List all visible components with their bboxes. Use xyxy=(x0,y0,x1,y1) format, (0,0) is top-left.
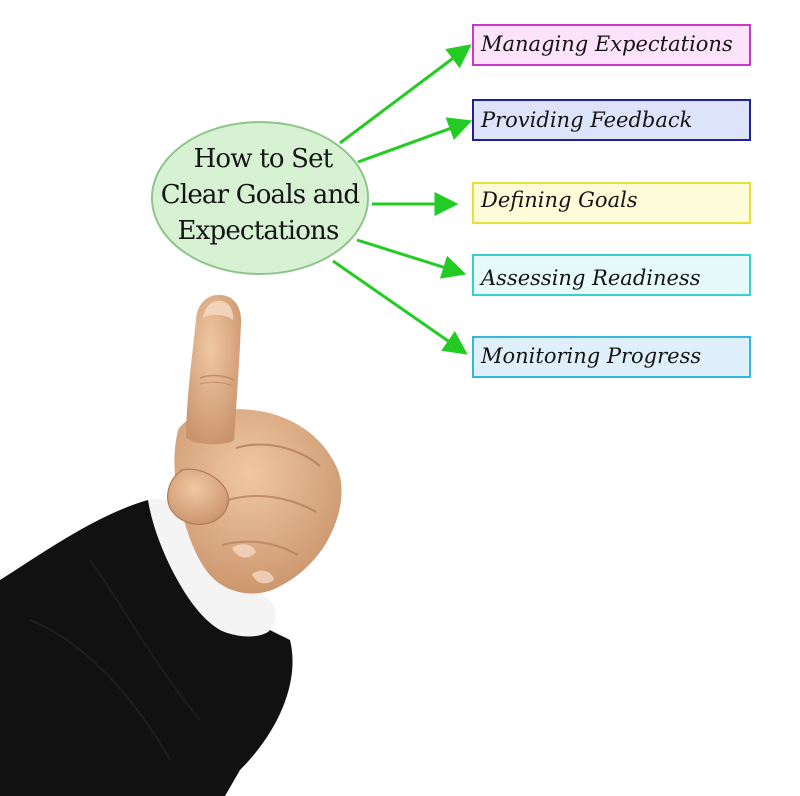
arrow-to-item-2 xyxy=(357,117,473,164)
arrow-to-item-1 xyxy=(339,44,472,145)
thumb xyxy=(167,468,229,525)
center-ellipse xyxy=(151,121,369,275)
hand-palm xyxy=(174,409,342,594)
fingernail xyxy=(232,544,256,558)
item-box xyxy=(472,99,751,141)
item-box xyxy=(472,24,751,66)
knuckle-crease xyxy=(199,381,234,387)
sleeve-fold xyxy=(29,619,171,761)
item-managing-expectations: Managing Expectations xyxy=(472,24,751,66)
pointing-hand-illustration xyxy=(0,294,342,796)
knuckle-crease xyxy=(199,374,235,381)
finger-line xyxy=(235,443,321,467)
item-defining-goals: Defining Goals xyxy=(472,182,751,224)
item-label: Providing Feedback xyxy=(480,108,692,132)
finger-line xyxy=(221,540,299,556)
center-title-line-3: Expectations xyxy=(177,216,339,246)
item-assessing-readiness: Assessing Readiness xyxy=(472,254,751,296)
index-finger xyxy=(186,294,242,445)
item-box xyxy=(472,254,751,296)
finger-line xyxy=(227,495,317,513)
center-title-line-1: How to Set xyxy=(194,144,334,174)
arrow-to-item-5 xyxy=(332,259,468,355)
fingernail xyxy=(252,570,274,584)
fingernail xyxy=(203,300,234,320)
arrow-to-item-4 xyxy=(356,238,467,279)
item-label: Defining Goals xyxy=(480,188,638,212)
item-label: Managing Expectations xyxy=(480,32,733,56)
item-providing-feedback: Providing Feedback xyxy=(472,99,751,141)
item-label: Assessing Readiness xyxy=(479,266,701,290)
sleeve-fold xyxy=(89,559,201,721)
item-box xyxy=(472,336,751,378)
jacket-sleeve xyxy=(0,500,293,796)
item-box xyxy=(472,182,751,224)
item-label: Monitoring Progress xyxy=(480,344,701,368)
center-node: How to Set Clear Goals and Expectations xyxy=(151,121,369,275)
arrow-group xyxy=(332,44,473,355)
center-title-line-2: Clear Goals and xyxy=(161,180,360,210)
item-monitoring-progress: Monitoring Progress xyxy=(472,336,751,378)
